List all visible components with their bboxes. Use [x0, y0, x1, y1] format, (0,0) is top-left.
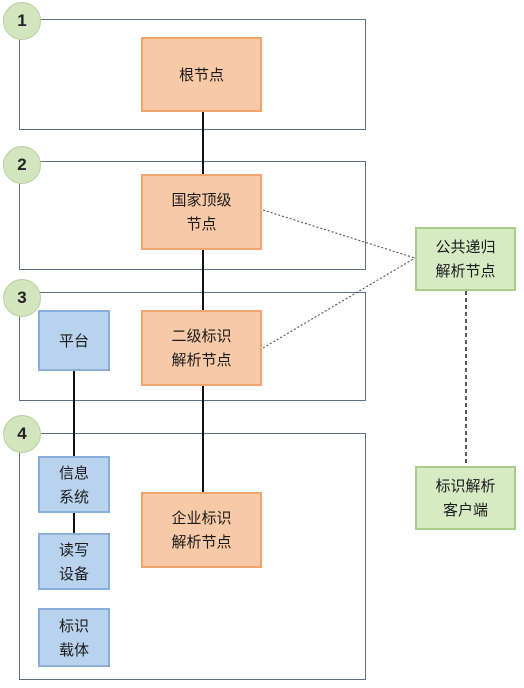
- id-carrier-node-line-2: 载体: [58, 640, 89, 659]
- public-recursive-node-line-2: 解析节点: [435, 262, 496, 280]
- read-write-device-node-line-2: 设备: [58, 564, 89, 583]
- id-resolution-client-node-line-1: 标识解析: [435, 477, 496, 495]
- national-to-recursive-dotted: [262, 209, 416, 259]
- secondary-node-line-1: 二级标识: [171, 327, 232, 345]
- tier-badge-4: 4: [3, 415, 41, 453]
- secondary-node-line-2: 解析节点: [171, 351, 232, 369]
- enterprise-node-line-1: 企业标识: [171, 509, 232, 527]
- public-recursive-node-line-1: 公共递归: [435, 238, 496, 256]
- national-top-node: 国家顶级 节点: [141, 174, 262, 250]
- id-resolution-client-node-line-2: 客户端: [442, 501, 488, 519]
- enterprise-node: 企业标识 解析节点: [141, 492, 262, 568]
- tier-badge-3: 3: [3, 279, 41, 317]
- root-node-label: 根节点: [178, 65, 224, 84]
- tier-badge-1: 1: [3, 2, 41, 40]
- id-resolution-client-node: 标识解析 客户端: [415, 466, 516, 530]
- national-top-node-line-1: 国家顶级: [171, 191, 232, 209]
- public-recursive-node: 公共递归 解析节点: [415, 227, 516, 291]
- root-node: 根节点: [141, 37, 262, 112]
- info-system-node-line-1: 信息: [58, 463, 89, 482]
- tier-badge-2: 2: [3, 146, 41, 184]
- secondary-node: 二级标识 解析节点: [141, 310, 262, 386]
- read-write-device-node: 读写 设备: [38, 533, 110, 590]
- national-top-node-line-2: 节点: [186, 215, 217, 233]
- platform-node-label: 平台: [58, 331, 89, 350]
- info-system-node: 信息 系统: [38, 456, 110, 513]
- platform-node: 平台: [38, 310, 110, 371]
- id-carrier-node: 标识 载体: [38, 608, 110, 667]
- read-write-device-node-line-1: 读写: [58, 540, 89, 559]
- id-carrier-node-line-1: 标识: [58, 616, 89, 635]
- enterprise-node-line-2: 解析节点: [171, 533, 232, 551]
- info-system-node-line-2: 系统: [58, 487, 89, 506]
- secondary-to-recursive-dotted: [262, 257, 416, 349]
